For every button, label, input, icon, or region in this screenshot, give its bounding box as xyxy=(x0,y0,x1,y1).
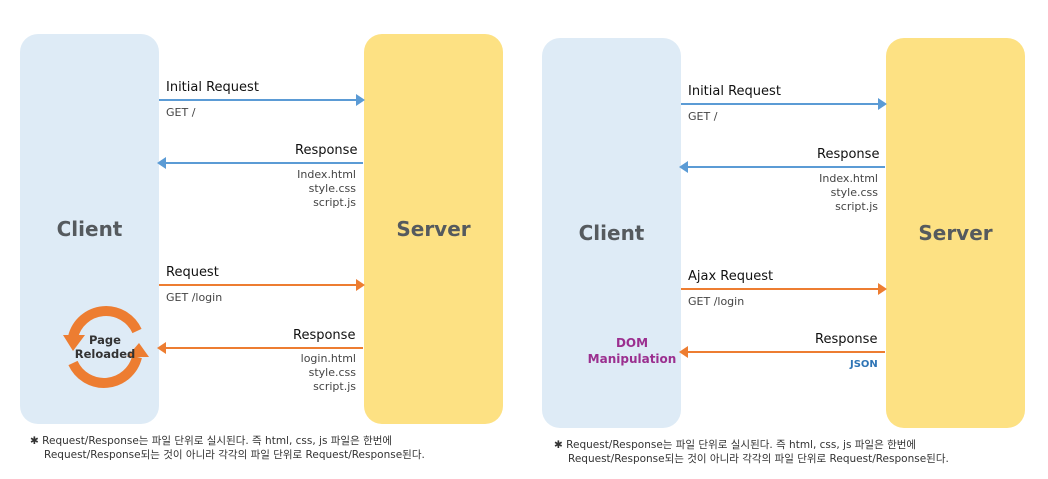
note-line: Request/Response되는 것이 아니라 각각의 파일 단위로 Req… xyxy=(568,453,949,465)
initial-request-detail: GET / xyxy=(166,106,196,119)
response-file: script.js xyxy=(835,200,878,213)
ajax-request-label: Ajax Request xyxy=(688,269,774,284)
client-label: Client xyxy=(578,221,645,245)
note-line: Request/Response되는 것이 아니라 각각의 파일 단위로 Req… xyxy=(44,449,425,461)
page-reload-icon: Page Reloaded xyxy=(63,306,149,388)
response-arrow xyxy=(157,157,363,169)
response-arrow xyxy=(679,161,885,173)
response-file: style.css xyxy=(308,182,356,195)
dom-line1: DOM xyxy=(615,336,649,350)
response-files: login.html style.css script.js xyxy=(260,352,356,394)
response-file: Index.html xyxy=(297,168,356,181)
response-arrow xyxy=(157,342,363,354)
server-box: Server xyxy=(886,38,1025,428)
response-label: Response xyxy=(817,147,880,162)
response-label: Response xyxy=(815,332,878,347)
initial-request-label: Initial Request xyxy=(166,80,259,95)
footnote: ✱ Request/Response는 파일 단위로 실시된다. 즉 html,… xyxy=(554,438,949,466)
response-label: Response xyxy=(295,143,358,158)
response-label: Response xyxy=(293,328,356,343)
server-label: Server xyxy=(396,217,471,241)
ajax-request-arrow xyxy=(681,283,887,295)
note-line: Request/Response는 파일 단위로 실시된다. 즉 html, c… xyxy=(566,439,917,451)
footnote: ✱ Request/Response는 파일 단위로 실시된다. 즉 html,… xyxy=(30,434,425,462)
client-label: Client xyxy=(56,217,123,241)
reload-text-line1: Page xyxy=(89,333,121,347)
initial-request-detail: GET / xyxy=(688,110,718,123)
response-arrow xyxy=(679,346,885,358)
initial-request-arrow xyxy=(159,94,365,106)
json-label: JSON xyxy=(850,359,878,370)
ajax-request-detail: GET /login xyxy=(688,295,745,308)
server-label: Server xyxy=(918,221,993,245)
client-box: Client xyxy=(20,34,159,424)
dom-manipulation-label: DOM Manipulation xyxy=(582,335,682,367)
request-arrow xyxy=(159,279,365,291)
dom-line2: Manipulation xyxy=(587,352,677,366)
response-file: style.css xyxy=(308,366,356,379)
request-label: Request xyxy=(166,265,219,280)
response-file: Index.html xyxy=(819,172,878,185)
note-bullet-icon: ✱ xyxy=(30,435,39,447)
initial-request-arrow xyxy=(681,98,887,110)
reload-text-line2: Reloaded xyxy=(75,347,136,361)
client-box: Client xyxy=(542,38,681,428)
response-file: style.css xyxy=(830,186,878,199)
response-file: script.js xyxy=(313,380,356,393)
response-file: login.html xyxy=(300,352,356,365)
note-line: Request/Response는 파일 단위로 실시된다. 즉 html, c… xyxy=(42,435,393,447)
response-files: Index.html style.css script.js xyxy=(260,168,356,210)
note-bullet-icon: ✱ xyxy=(554,439,563,451)
traditional-flow-diagram: Client Server Initial Request GET / Resp… xyxy=(0,0,520,479)
response-file: script.js xyxy=(313,196,356,209)
initial-request-label: Initial Request xyxy=(688,84,781,99)
request-detail: GET /login xyxy=(166,291,223,304)
response-files: Index.html style.css script.js xyxy=(782,172,878,214)
server-box: Server xyxy=(364,34,503,424)
